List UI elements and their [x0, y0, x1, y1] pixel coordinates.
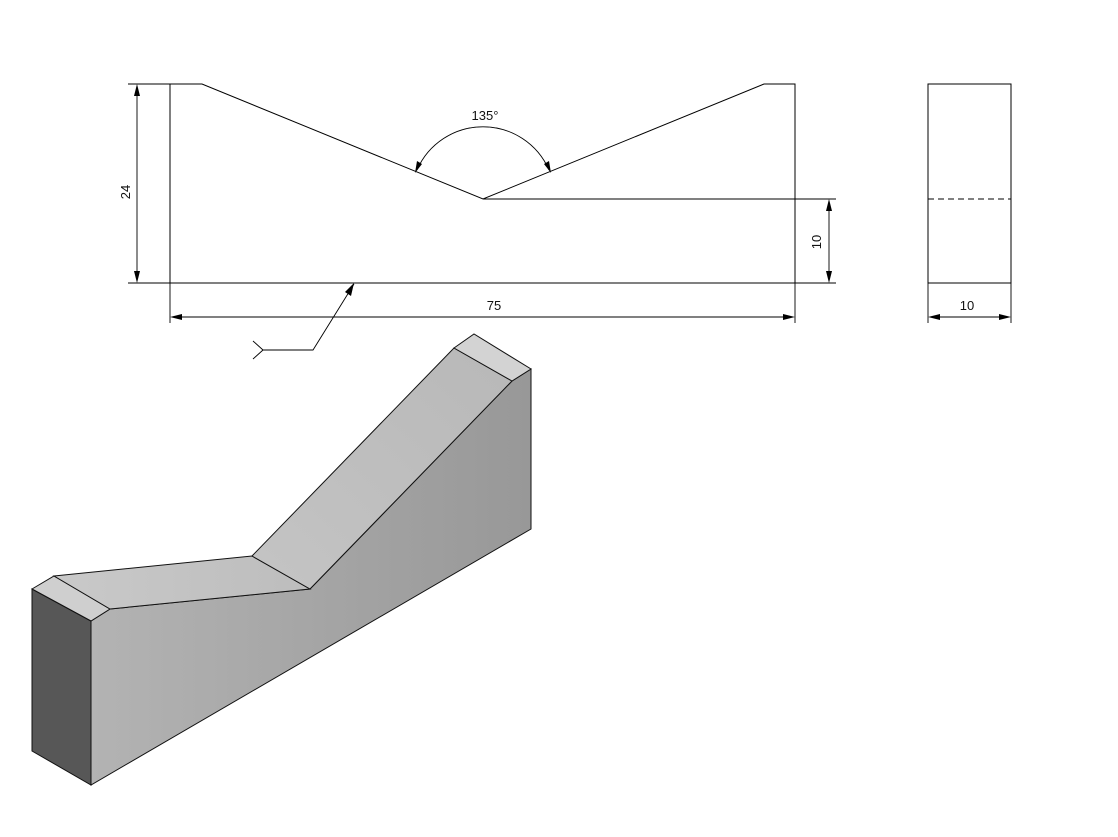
dimension-label-angle: 135°: [472, 108, 499, 123]
surface-finish-leader: [252, 283, 355, 360]
dimension-label-length: 75: [487, 298, 501, 313]
dimension-height-10: 10: [795, 198, 836, 284]
dimension-label-height-total: 24: [118, 185, 133, 199]
dimension-length-75: 75: [169, 283, 796, 323]
side-view-outline: [927, 83, 1012, 284]
dimension-angle-135: 135°: [415, 108, 551, 173]
iso-right-bevel: [453, 333, 532, 382]
front-view: [169, 83, 796, 284]
dimension-height-24: 24: [118, 83, 170, 284]
front-view-outline: [169, 83, 796, 284]
isometric-view: [30, 333, 532, 786]
dimension-width-10: 10: [927, 283, 1012, 323]
dimension-label-width: 10: [960, 298, 974, 313]
side-view: [927, 83, 1012, 284]
dimension-label-height-base: 10: [809, 235, 824, 249]
iso-end-face: [31, 588, 92, 786]
